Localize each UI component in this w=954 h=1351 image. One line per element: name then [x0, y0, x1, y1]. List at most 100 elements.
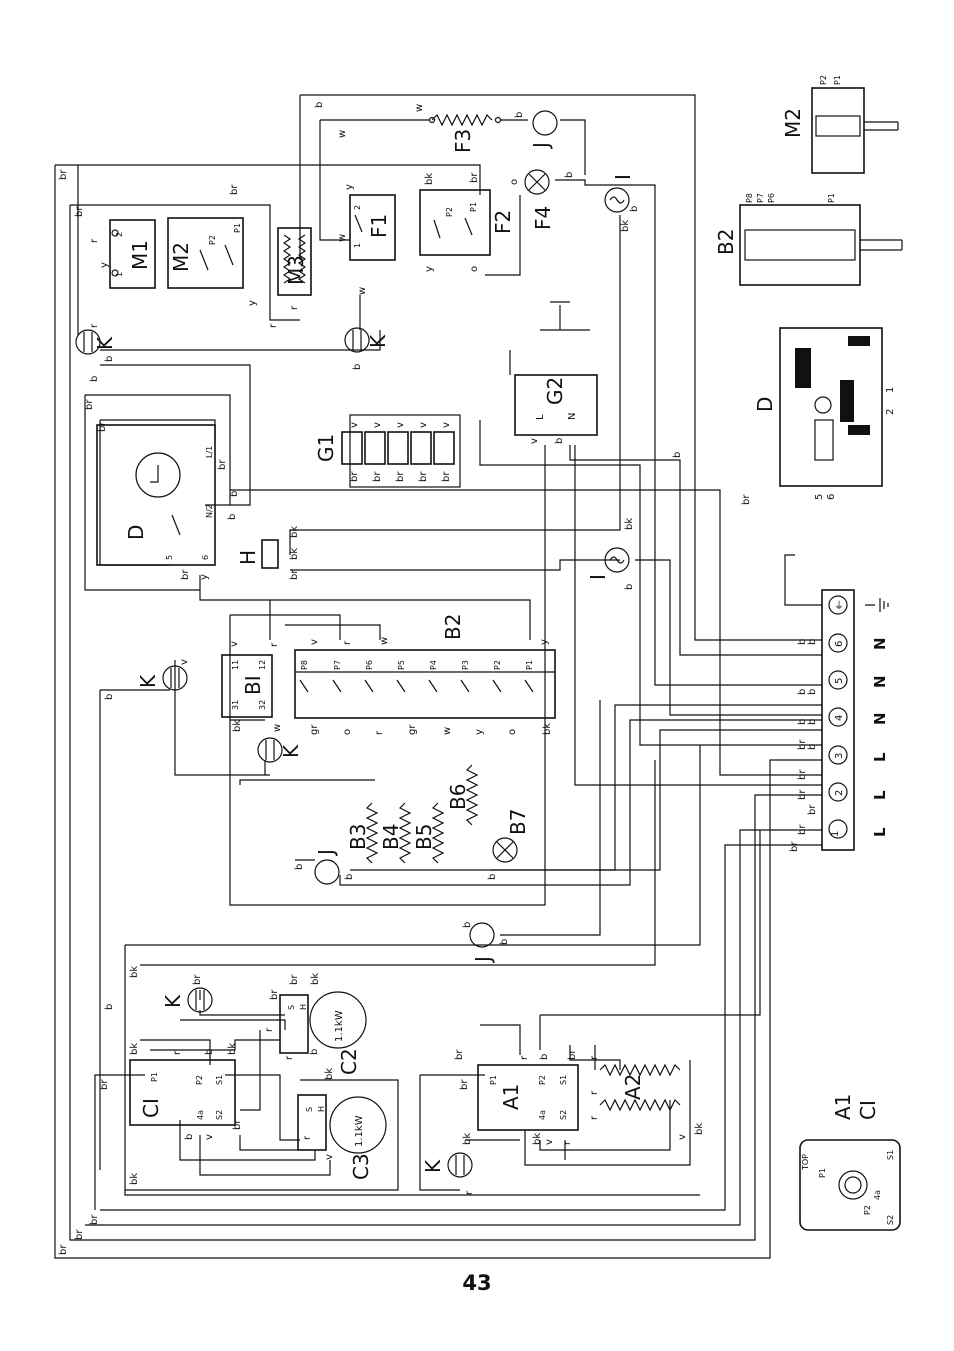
svg-text:bk: bk: [424, 173, 435, 185]
svg-text:2: 2: [353, 205, 362, 210]
svg-text:v: v: [229, 641, 240, 647]
capacitor-k-5: K: [161, 987, 213, 1013]
svg-text:v: v: [677, 1134, 688, 1140]
svg-text:31: 31: [231, 700, 240, 710]
h-label: H: [236, 550, 260, 565]
svg-text:b: b: [309, 1049, 320, 1055]
svg-text:br: br: [797, 739, 808, 750]
svg-text:N: N: [567, 413, 578, 420]
svg-text:K: K: [366, 334, 390, 348]
svg-text:w: w: [414, 104, 425, 112]
svg-text:br: br: [192, 974, 203, 985]
svg-text:S1: S1: [559, 1075, 568, 1085]
bi-label: BI: [241, 675, 265, 695]
switch-bank-g1: G1: [314, 414, 461, 488]
detail-d: D 1 2 5 6: [753, 327, 896, 500]
svg-text:bk: bk: [624, 518, 635, 530]
svg-text:B2: B2: [714, 229, 738, 255]
svg-text:D: D: [753, 397, 777, 412]
svg-text:v: v: [309, 639, 320, 645]
svg-text:b: b: [352, 364, 363, 370]
svg-text:bk: bk: [232, 720, 243, 732]
f1-label: F1: [367, 214, 391, 238]
f4-label: F4: [531, 206, 555, 230]
regulator-a1: A1 P1 P2 S1 4a S2: [477, 1064, 579, 1131]
svg-text:P7: P7: [756, 193, 765, 203]
svg-text:b: b: [624, 584, 635, 590]
svg-text:br: br: [797, 769, 808, 780]
svg-text:H: H: [299, 1004, 308, 1010]
svg-text:P3: P3: [461, 660, 470, 670]
svg-text:4a: 4a: [538, 1110, 547, 1120]
svg-text:br: br: [99, 1079, 110, 1090]
svg-text:v: v: [441, 422, 452, 428]
svg-text:o: o: [507, 729, 518, 735]
svg-text:r: r: [464, 1190, 475, 1195]
timer-d: D L/1 N/2 5 6: [96, 424, 216, 566]
svg-text:P6: P6: [365, 660, 374, 670]
svg-text:P4: P4: [429, 660, 438, 670]
svg-text:CI: CI: [139, 1098, 163, 1118]
svg-text:P6: P6: [767, 193, 776, 203]
svg-text:b: b: [487, 874, 498, 880]
lamp-b7: B7: [492, 809, 530, 863]
svg-text:C3: C3: [349, 1153, 373, 1180]
svg-text:1: 1: [885, 387, 896, 393]
svg-text:bk: bk: [129, 1043, 140, 1055]
svg-text:K: K: [421, 1159, 445, 1173]
svg-text:y: y: [247, 300, 258, 306]
svg-text:br: br: [217, 459, 228, 470]
svg-text:br: br: [58, 169, 69, 180]
svg-text:bk: bk: [227, 1043, 238, 1055]
svg-text:br: br: [349, 471, 360, 482]
svg-text:bk: bk: [532, 1133, 543, 1145]
svg-text:5: 5: [814, 494, 825, 500]
svg-text:2: 2: [834, 790, 845, 796]
capacitor-k-3: K: [136, 665, 188, 691]
thermostat-f2: P2 P1 F2: [419, 189, 515, 256]
detail-m2: M2 P2 P1: [781, 75, 899, 174]
svg-text:br: br: [74, 206, 85, 217]
svg-text:CI: CI: [856, 1100, 880, 1120]
svg-text:v: v: [395, 422, 406, 428]
svg-text:b: b: [629, 206, 640, 212]
switch-bi: BI 11 12 31 32: [221, 654, 273, 718]
d-label: D: [124, 525, 148, 540]
svg-text:r: r: [89, 323, 100, 328]
svg-text:I: I: [586, 574, 610, 580]
svg-text:b: b: [797, 689, 808, 695]
svg-text:P1: P1: [525, 660, 534, 670]
j-top-label: J: [529, 142, 553, 150]
svg-text:y: y: [199, 574, 210, 580]
svg-text:4: 4: [834, 715, 845, 721]
svg-text:b: b: [539, 1054, 550, 1060]
lamp-j-low: J: [469, 922, 495, 964]
svg-text:J: J: [471, 956, 495, 964]
svg-text:3: 3: [834, 753, 845, 759]
svg-text:b: b: [294, 864, 305, 870]
svg-text:r: r: [589, 1090, 600, 1095]
svg-text:br: br: [289, 569, 300, 580]
svg-text:r: r: [519, 1055, 530, 1060]
svg-text:r: r: [589, 1115, 600, 1120]
svg-text:v: v: [372, 422, 383, 428]
svg-text:b: b: [807, 719, 818, 725]
svg-text:bk: bk: [310, 973, 321, 985]
svg-text:P8: P8: [745, 193, 754, 203]
svg-text:S1: S1: [215, 1075, 224, 1085]
heater-a2: A2: [599, 1063, 681, 1112]
capacitor-k-4: K: [257, 737, 303, 763]
svg-text:L: L: [535, 414, 546, 420]
svg-text:H: H: [317, 1106, 326, 1112]
svg-text:P2: P2: [493, 660, 502, 670]
regulator-ci: CI P1 P2 S1 4a S2: [129, 1059, 236, 1126]
svg-text:w: w: [337, 130, 348, 138]
svg-text:r: r: [289, 305, 300, 310]
capacitor-k-1: K: [75, 329, 117, 355]
svg-text:P7: P7: [333, 660, 342, 670]
svg-text:32: 32: [258, 700, 267, 710]
heater-f3: F3: [428, 113, 502, 153]
f3-label: F3: [451, 129, 475, 153]
svg-text:br: br: [454, 1049, 465, 1060]
svg-text:br: br: [180, 569, 191, 580]
